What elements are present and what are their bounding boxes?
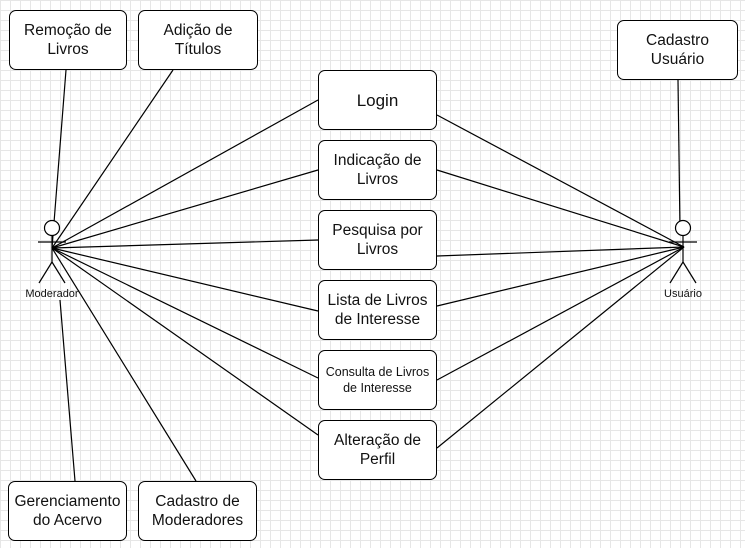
assoc-moderator-alteracao	[51, 247, 319, 436]
assoc-user-consulta	[436, 246, 685, 381]
assoc-user-login	[436, 114, 685, 248]
moderator-label: Moderador	[25, 288, 79, 300]
assoc-user-alteracao	[436, 246, 685, 449]
use-case-consulta-livros-interesse[interactable]: Consulta de Livros de Interesse	[318, 350, 437, 410]
assoc-moderator-adicao	[51, 69, 174, 249]
user-actor-icon	[669, 219, 697, 284]
use-case-pesquisa-livros[interactable]: Pesquisa por Livros	[318, 210, 437, 270]
use-case-alteracao-perfil[interactable]: Alteração de Perfil	[318, 420, 437, 480]
use-case-remocao-livros[interactable]: Remoção de Livros	[9, 10, 127, 70]
use-case-cadastro-moderadores[interactable]: Cadastro de Moderadores	[138, 481, 257, 541]
use-case-lista-livros-interesse[interactable]: Lista de Livros de Interesse	[318, 280, 437, 340]
assoc-moderator-cadastro-moderadores	[51, 247, 197, 482]
assoc-user-indicacao	[436, 169, 685, 248]
assoc-moderator-lista	[51, 247, 319, 312]
use-case-cadastro-usuario[interactable]: Cadastro Usuário	[617, 20, 738, 80]
use-case-gerenciamento-acervo[interactable]: Gerenciamento do Acervo	[8, 481, 127, 541]
use-case-adicao-titulos[interactable]: Adição de Títulos	[138, 10, 258, 70]
assoc-moderator-login	[51, 99, 319, 249]
use-case-indicacao-livros[interactable]: Indicação de Livros	[318, 140, 437, 200]
assoc-moderator-consulta	[51, 247, 319, 379]
use-case-login[interactable]: Login	[318, 70, 437, 130]
assoc-user-pesquisa	[436, 246, 685, 257]
assoc-moderator-remocao	[51, 69, 67, 249]
user-label: Usuário	[664, 288, 702, 300]
assoc-user-lista	[436, 246, 685, 307]
assoc-moderator-gerenciamento	[59, 299, 76, 482]
moderator-actor-icon	[38, 219, 66, 284]
assoc-moderator-indicacao	[51, 169, 319, 249]
assoc-user-cadastro	[677, 79, 681, 231]
assoc-moderator-pesquisa	[51, 239, 319, 249]
